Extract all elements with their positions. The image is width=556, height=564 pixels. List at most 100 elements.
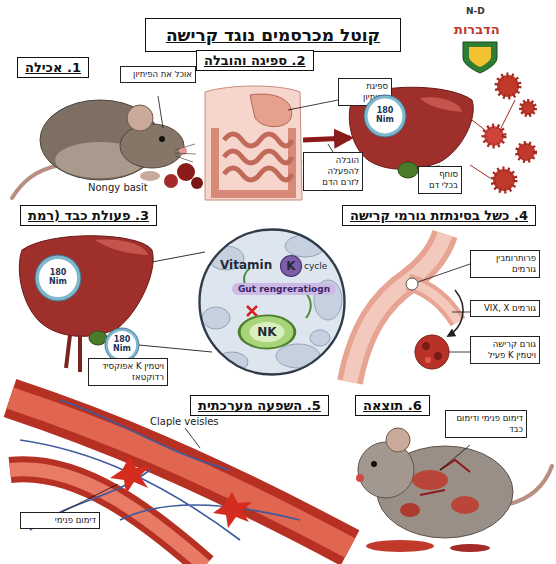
- callout-box: הובלה להפעלה לזרם הדם: [303, 152, 363, 191]
- rat-ear: [386, 428, 410, 452]
- node-text: גורם קרישה ויטמין K פעיל: [474, 339, 536, 361]
- small-intestine: [224, 134, 292, 180]
- step-title: 4. כשל בסינתזת גורמי קרישה: [350, 208, 528, 223]
- vein-lines: [20, 400, 300, 540]
- vessel-lumen: [350, 234, 445, 382]
- node-text: NK: [257, 325, 276, 339]
- blood-cell: [521, 101, 535, 115]
- gallbladder: [89, 331, 107, 345]
- step-title: 5. השפעה מערכתית: [198, 398, 321, 413]
- logo-name: הדברות: [454, 22, 500, 37]
- tissue-cell: [310, 330, 330, 346]
- node-outline: [198, 228, 346, 376]
- blood-cell: [517, 143, 535, 161]
- rat-head: [358, 442, 414, 498]
- factor-ring: [406, 278, 418, 290]
- node-text: Gut rengreratiogn: [232, 283, 336, 295]
- flow-arrow: [448, 290, 463, 336]
- leader-line: [62, 484, 118, 512]
- logo-text: N-D: [466, 6, 485, 16]
- ring-shape: [37, 257, 79, 299]
- leader-line: [452, 312, 470, 313]
- step-header: 3. פעולת כבד (רמת: [20, 205, 157, 226]
- leader-line: [440, 445, 470, 470]
- blood-pool: [450, 544, 490, 552]
- rat-eye: [159, 136, 165, 142]
- callout-box: דימום פנימי: [20, 512, 100, 529]
- blood-cell: [493, 169, 515, 191]
- liver-marker-circle: 180 Nim: [364, 95, 406, 137]
- liver-marker-circle: 180 Nim: [105, 328, 139, 362]
- ring-shape: [106, 329, 137, 360]
- ring-edge: [364, 95, 406, 137]
- systemic-vessels: [10, 398, 350, 564]
- node-text: Vitamin: [220, 258, 272, 272]
- rat-whiskers: [175, 144, 196, 162]
- step-title: 6. תוצאה: [363, 398, 422, 413]
- logo-inner: [469, 47, 491, 67]
- step-header: 4. כשל בסינתזת גורמי קרישה: [342, 205, 536, 226]
- node-text: VIX, X גורמים: [474, 303, 536, 314]
- node-text: אוכל את הפיתיון: [124, 69, 192, 80]
- rat-head: [120, 124, 184, 168]
- clot: [415, 335, 449, 369]
- vessel-label: Claple veisles: [150, 416, 219, 427]
- bleeding-burst: [110, 456, 150, 494]
- node-text: 180 Nim: [372, 107, 397, 125]
- bait-pellet: [177, 163, 195, 181]
- callout-box: פרותרומבין גורמים: [470, 250, 540, 278]
- node-text: דימום פנימי ודימום כבד: [449, 413, 523, 435]
- bleeding-burst: [213, 492, 252, 528]
- liver-highlight: [95, 240, 148, 255]
- step-header: 1. אכילה: [17, 57, 89, 78]
- callout-box: דימום פנימי ודימום כבד: [445, 410, 527, 438]
- node-text: הובלה להפעלה לזרם הדם: [307, 155, 359, 188]
- clot-cell: [434, 352, 442, 360]
- callout-box: ויטמין K אפוקסיד רדוקטאז: [88, 358, 168, 386]
- artery-lumen: [10, 469, 205, 564]
- bait-pellet: [164, 174, 178, 188]
- ring-edge: [105, 328, 139, 362]
- node-text: 180 Nim: [44, 269, 72, 287]
- absorption-illustration: [205, 75, 535, 200]
- ring-shape: [366, 97, 405, 136]
- nk-cell-shape: [239, 315, 295, 348]
- vessel-wall: [350, 234, 445, 382]
- node-text: פרותרומבין גורמים: [474, 253, 536, 275]
- blood-vessel-lines: [420, 460, 470, 495]
- logo-shield: [463, 42, 497, 73]
- liver-vessel: [66, 335, 80, 372]
- clot-cell: [422, 342, 430, 350]
- step-title: 1. אכילה: [25, 60, 81, 75]
- large-intestine: [215, 128, 292, 194]
- cell-strand: [470, 100, 515, 178]
- block-mark: [247, 306, 257, 316]
- callout-box: גורם קרישה ויטמין K פעיל: [470, 336, 540, 364]
- step-title: 3. פעולת כבד (רמת: [28, 208, 149, 223]
- step-title: 2. ספיגה והובלה: [204, 53, 306, 68]
- vessel-illustration: [350, 234, 470, 382]
- transport-arrow: [303, 138, 350, 140]
- leader-line: [288, 100, 338, 110]
- zoom-line: [152, 252, 205, 262]
- liver-action-illustration: [19, 230, 344, 374]
- step-header: 5. השפעה מערכתית: [190, 395, 329, 416]
- bleeding-patch: [400, 503, 420, 517]
- callout-box: אוכל את הפיתיון: [120, 66, 196, 83]
- gallbladder: [398, 162, 418, 178]
- bleeding-patch: [412, 470, 448, 490]
- ring-edge: [35, 255, 81, 301]
- tissue-cell: [202, 307, 230, 329]
- leader-line: [158, 96, 163, 128]
- rat-eating: [12, 96, 203, 198]
- rat-ear: [127, 105, 153, 131]
- node-text: 180 Nim: [112, 336, 132, 354]
- clot-cell: [425, 357, 431, 363]
- step-header: 6. תוצאה: [355, 395, 430, 416]
- rat-eye: [371, 461, 377, 467]
- leader-line: [418, 264, 470, 282]
- bait-pellet: [191, 177, 203, 189]
- stomach: [250, 94, 292, 127]
- blood-pool: [366, 540, 434, 552]
